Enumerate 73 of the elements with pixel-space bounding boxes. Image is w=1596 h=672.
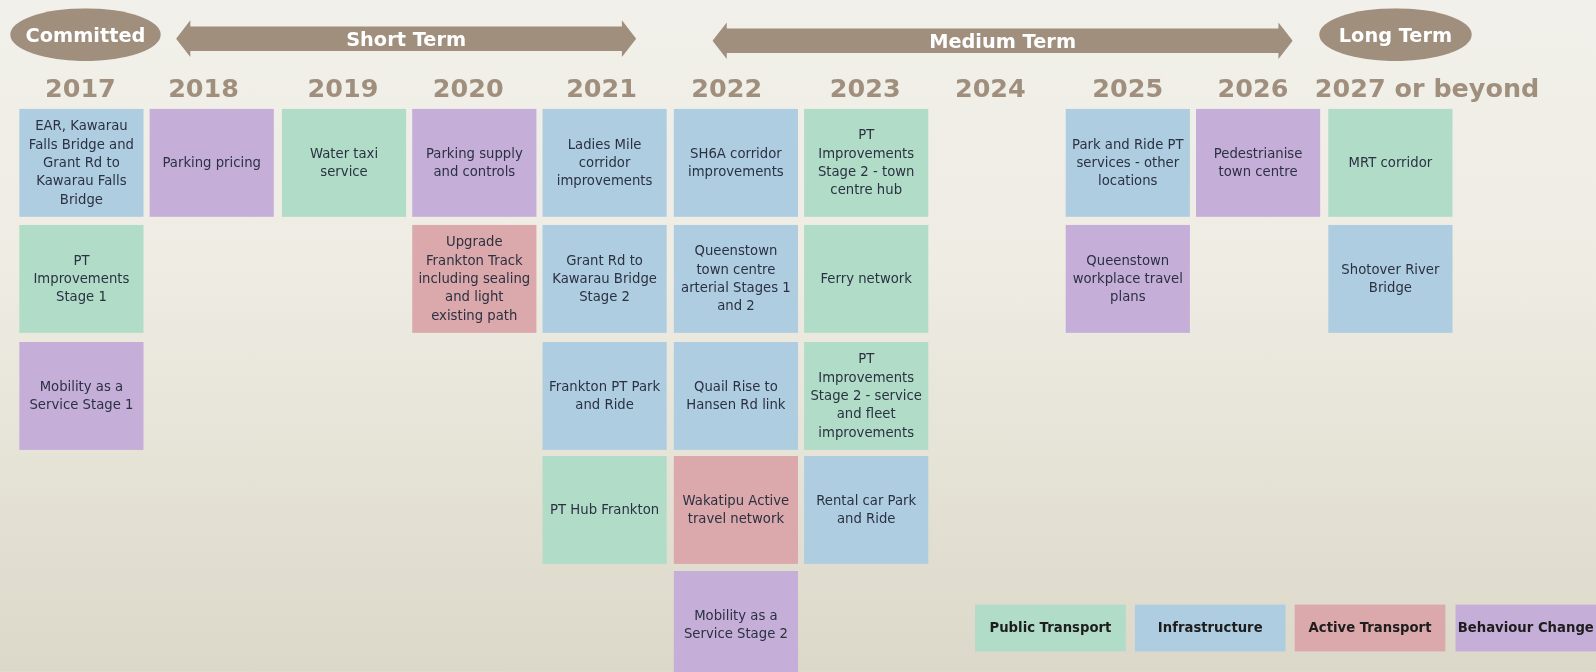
year-label: 2022 xyxy=(691,73,763,103)
year-label: 2018 xyxy=(168,73,239,103)
phase-label: Short Term xyxy=(346,27,467,50)
term-band xyxy=(712,22,1293,60)
task-text: Wakatipu Active travel network xyxy=(681,491,791,529)
task-text: Queenstown town centre arterial Stages 1 and 2 xyxy=(680,241,792,316)
task-text: Frankton PT Park and Ride xyxy=(548,377,661,415)
year-label: 2020 xyxy=(432,73,504,103)
task-text: Mobility as a Service Stage 2 xyxy=(682,606,789,644)
phase-label: Long Term xyxy=(1338,23,1453,46)
task-text: Ferry network xyxy=(820,269,912,288)
task-card xyxy=(673,456,798,564)
task-card xyxy=(1065,108,1190,217)
task-card xyxy=(673,224,798,333)
legend-label: Behaviour Change xyxy=(1457,618,1594,638)
legend-label: Active Transport xyxy=(1308,618,1432,638)
task-text: SH6A corridor improvements xyxy=(687,144,785,182)
task-text: Parking pricing xyxy=(162,153,261,172)
task-text: PT Improvements Stage 2 - town centre hub xyxy=(816,125,916,200)
task-card xyxy=(804,108,929,217)
task-text: Shotover River Bridge xyxy=(1340,260,1441,298)
task-card xyxy=(804,456,929,564)
task-text: PT Hub Frankton xyxy=(550,500,660,519)
year-label: 2024 xyxy=(954,73,1026,103)
task-text: MRT corridor xyxy=(1348,153,1433,172)
task-text: PT Improvements Stage 1 xyxy=(32,251,131,307)
year-label: 2019 xyxy=(307,73,379,103)
task-card xyxy=(673,342,798,450)
task-card xyxy=(1328,224,1453,333)
task-card xyxy=(149,108,274,217)
task-text: Mobility as a Service Stage 1 xyxy=(28,377,135,415)
task-card xyxy=(19,342,144,450)
phase-oval xyxy=(10,8,161,62)
task-card xyxy=(673,571,798,672)
phase-label: Medium Term xyxy=(929,29,1077,52)
task-text: Water taxi service xyxy=(308,144,380,182)
task-text: Queenstown workplace travel plans xyxy=(1071,251,1184,307)
task-text: Pedestrianise town centre xyxy=(1212,144,1304,182)
task-text: Parking supply and controls xyxy=(424,144,524,182)
legend-label: Infrastructure xyxy=(1157,618,1263,638)
task-card xyxy=(542,456,667,564)
task-card xyxy=(412,224,537,333)
task-card xyxy=(673,108,798,217)
task-card xyxy=(281,108,407,217)
task-text: Grant Rd to Kawarau Bridge Stage 2 xyxy=(551,251,658,307)
task-card xyxy=(19,224,144,333)
term-band xyxy=(176,20,637,57)
year-label: 2025 xyxy=(1092,73,1164,103)
task-card xyxy=(542,224,667,333)
phase-oval xyxy=(1319,8,1472,62)
task-text: Ladies Mile corridor improvements xyxy=(555,135,654,191)
task-card xyxy=(542,108,667,217)
task-card xyxy=(412,108,537,217)
task-card xyxy=(804,342,929,450)
task-text: EAR, Kawarau Falls Bridge and Grant Rd to Kawarau Falls Bridge xyxy=(27,116,135,209)
task-text: Park and Ride PT services - other locations xyxy=(1071,135,1184,191)
legend-label: Public Transport xyxy=(989,618,1112,638)
task-text: PT Improvements Stage 2 - service and fleet improvements xyxy=(810,349,923,442)
year-label: 2017 xyxy=(45,73,116,103)
task-text: Upgrade Frankton Track including sealing and light existing path xyxy=(418,232,531,325)
task-card xyxy=(19,108,144,217)
phase-label: Committed xyxy=(25,23,146,46)
year-label: 2027 or beyond xyxy=(1314,73,1540,103)
task-card xyxy=(804,224,929,333)
task-card xyxy=(1065,224,1190,333)
year-label: 2026 xyxy=(1217,73,1289,103)
year-label: 2023 xyxy=(829,73,901,103)
task-card xyxy=(1196,108,1321,217)
task-card xyxy=(1328,108,1453,217)
task-card xyxy=(542,342,667,450)
year-label: 2021 xyxy=(566,73,637,103)
task-text: Rental car Park and Ride xyxy=(815,491,918,529)
task-text: Quail Rise to Hansen Rd link xyxy=(685,377,787,415)
